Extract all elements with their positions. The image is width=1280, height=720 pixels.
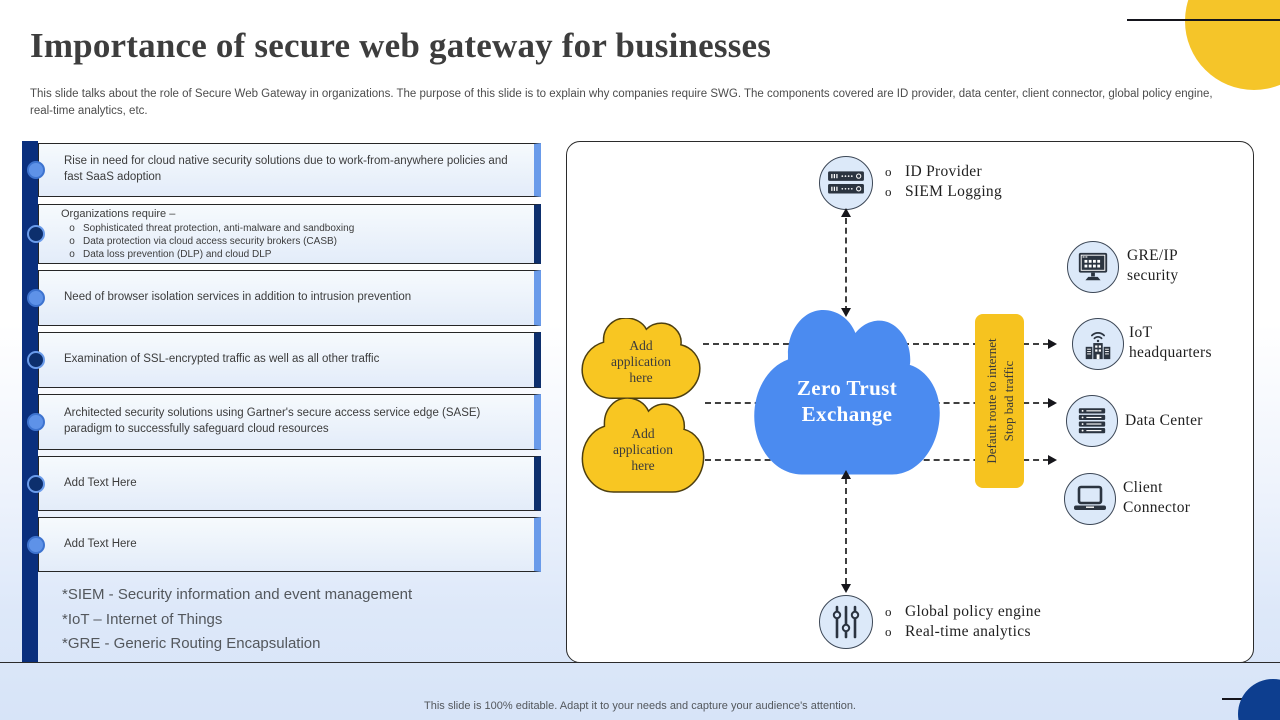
- arrowhead-up: [841, 208, 851, 217]
- arrowhead-down: [841, 584, 851, 593]
- add-application-cloud-2: Add application here: [575, 398, 711, 494]
- list-item-text: Add Text Here: [64, 476, 137, 489]
- arrowhead-right: [1048, 339, 1057, 349]
- zero-trust-exchange-cloud: Zero Trust Exchange: [743, 310, 951, 478]
- list-item-ssl-traffic: Examination of SSL-encrypted traffic as …: [27, 332, 541, 388]
- client-connector-label: Client Connector: [1123, 479, 1191, 516]
- bullet-dot: [27, 289, 45, 307]
- sub-bullet-marker: o: [69, 249, 75, 261]
- abbreviation-footnotes: *SIEM - Security information and event m…: [62, 583, 412, 657]
- bullet-dot: [27, 351, 45, 369]
- list-bullet: o: [885, 624, 892, 639]
- add-application-label: Add application here: [611, 338, 671, 386]
- gre-ip-security-label: GRE/IP security: [1127, 247, 1179, 284]
- list-item-text: Need of browser isolation services in ad…: [64, 291, 412, 304]
- id-provider-label: ID Provider: [905, 163, 982, 180]
- list-item-organizations-require: Organizations require – o Sophisticated t…: [27, 204, 541, 264]
- cloud-shape: [575, 398, 711, 494]
- gateway-policy-bar: Default route to internet Stop bad traff…: [975, 314, 1024, 488]
- list-item-text: Examination of SSL-encrypted traffic as …: [64, 353, 380, 366]
- add-application-label: Add application here: [613, 425, 673, 473]
- list-item-placeholder-2: Add Text Here: [27, 517, 541, 572]
- editable-note: This slide is 100% editable. Adapt it to…: [424, 700, 856, 712]
- arrowhead-right: [1048, 398, 1057, 408]
- sub-bullet-text: Sophisticated threat protection, anti-ma…: [83, 223, 355, 235]
- global-policy-label: Global policy engine: [905, 603, 1041, 620]
- add-application-cloud-1: Add application here: [575, 318, 707, 400]
- zero-trust-exchange-label: Zero Trust Exchange: [796, 375, 898, 426]
- monitor-grid-icon: [1078, 252, 1108, 281]
- iot-buildings-icon: [1085, 332, 1111, 360]
- list-spine-bar: [22, 141, 38, 662]
- arrowhead-up: [841, 470, 851, 479]
- real-time-analytics-label: Real-time analytics: [905, 623, 1031, 640]
- list-bullet: o: [885, 604, 892, 619]
- list-item-browser-isolation: Need of browser isolation services in ad…: [27, 270, 541, 326]
- client-connector-node: [1064, 473, 1116, 525]
- list-item-heading: Organizations require –: [61, 207, 176, 220]
- server-stack-icon: [1078, 408, 1106, 434]
- page-title: Importance of secure web gateway for bus…: [30, 26, 772, 65]
- global-policy-node: [819, 595, 873, 649]
- footnote-iot: *IoT – Internet of Things: [62, 610, 223, 628]
- arrowhead-right: [1048, 455, 1057, 465]
- list-bullet: o: [885, 184, 892, 199]
- top-accent-line: [1127, 19, 1280, 21]
- sub-bullet-marker: o: [69, 223, 75, 235]
- sub-bullet-text: Data protection via cloud access securit…: [83, 236, 337, 248]
- list-item-text: Rise in need for cloud native security s…: [64, 155, 508, 183]
- gateway-policy-label: Default route to internet Stop bad traff…: [983, 338, 1016, 464]
- diagram-panel: Zero Trust Exchange Add application here…: [566, 141, 1254, 663]
- list-item-cloud-native: Rise in need for cloud native security s…: [27, 143, 541, 197]
- list-item-sase: Architected security solutions using Gar…: [27, 394, 541, 450]
- servers-icon: [828, 171, 864, 194]
- connector-top-vertical: [845, 218, 847, 312]
- corner-yellow-circle: [1185, 0, 1280, 90]
- bullet-dot: [27, 225, 45, 243]
- sub-bullet-marker: o: [69, 236, 75, 248]
- id-provider-node: [819, 156, 873, 210]
- connector-bottom-vertical: [845, 478, 847, 584]
- data-center-label: Data Center: [1125, 412, 1203, 429]
- gre-ip-security-node: [1067, 241, 1119, 293]
- sliders-icon: [832, 605, 860, 639]
- list-item-placeholder-1: Add Text Here: [27, 456, 541, 511]
- data-center-node: [1066, 395, 1118, 447]
- bullet-dot: [27, 413, 45, 431]
- list-item-text: Add Text Here: [64, 537, 137, 550]
- iot-headquarters-label: IoT headquarters: [1129, 324, 1212, 361]
- arrowhead-down: [841, 308, 851, 317]
- footnote-gre: *GRE - Generic Routing Encapsulation: [62, 635, 321, 652]
- cloud-shape: [754, 310, 940, 475]
- list-bullet: o: [885, 164, 892, 179]
- footnote-siem: *SIEM - Security information and event m…: [62, 586, 413, 603]
- list-item-text: Architected security solutions using Gar…: [64, 407, 481, 435]
- bullet-dot: [27, 535, 45, 554]
- slide-description: This slide talks about the role of Secur…: [30, 88, 1213, 117]
- siem-logging-label: SIEM Logging: [905, 183, 1003, 200]
- bullet-dot: [27, 161, 45, 179]
- sub-bullet-text: Data loss prevention (DLP) and cloud DLP: [83, 249, 272, 261]
- laptop-icon: [1074, 485, 1106, 510]
- cloud-shape: [575, 318, 707, 400]
- bullet-dot: [27, 474, 45, 493]
- iot-headquarters-node: [1072, 318, 1124, 370]
